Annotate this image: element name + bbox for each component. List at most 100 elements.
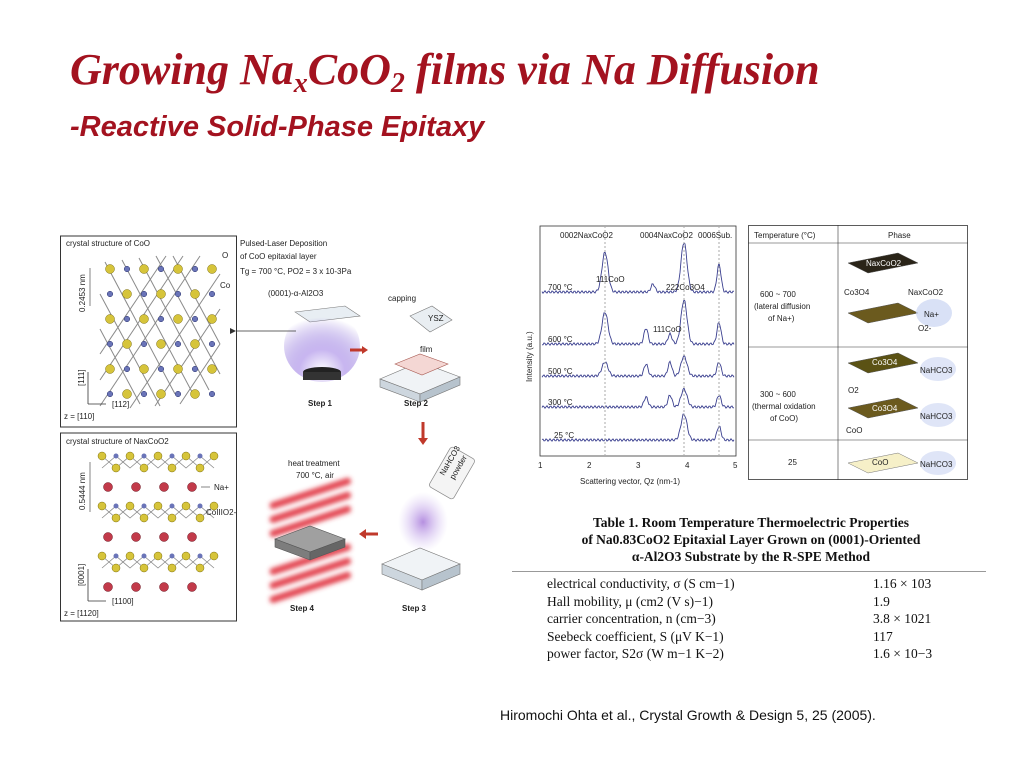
arrow-step3-4 bbox=[359, 529, 366, 539]
layer-label-co3o4-2: Co3O4 bbox=[872, 358, 898, 367]
temp-label-300: 300 °C bbox=[548, 398, 573, 407]
nacoo2-na-label: Na+ bbox=[214, 483, 229, 492]
nahco3-cloud-3 bbox=[920, 451, 956, 475]
layer-label-nahco3-2: NaHCO3 bbox=[920, 412, 953, 421]
pld-line-2: of CoO epitaxial layer bbox=[240, 252, 317, 261]
slide-subtitle: -Reactive Solid-Phase Epitaxy bbox=[70, 111, 485, 143]
peak-label-0004: 0004NaxCoO2 bbox=[640, 231, 693, 240]
layer-co3o4-row2b bbox=[847, 397, 919, 419]
coo-atom-co-label: Co bbox=[220, 281, 231, 290]
phase-header-phase: Phase bbox=[888, 231, 911, 240]
layer-label-o2: O2 bbox=[848, 386, 859, 395]
layer-label-nahco3-3: NaHCO3 bbox=[920, 460, 953, 469]
table-row: Hall mobility, μ (cm2 (V s)−1)1.9 bbox=[547, 593, 967, 611]
xrd-plot: 0002NaxCoO2 0004NaxCoO2 0006Sub. 111CoO … bbox=[525, 225, 738, 486]
step4-stack-side2 bbox=[309, 538, 346, 561]
temp-label-500: 500 °C bbox=[548, 367, 573, 376]
row1-temp-3: of Na+) bbox=[768, 314, 795, 323]
ysz-label: YSZ bbox=[428, 314, 444, 323]
na-diffusion-cloud bbox=[916, 299, 952, 327]
coo-lattice bbox=[99, 255, 221, 409]
table-row: electrical conductivity, σ (S cm−1)1.16 … bbox=[547, 575, 967, 593]
layer-nacoo2-top bbox=[847, 252, 919, 274]
layer-label-coo-1: CoO bbox=[846, 426, 862, 435]
table1-quantity: carrier concentration, n (cm−3) bbox=[547, 611, 716, 626]
nacoo2-axis-1100: [1100] bbox=[112, 597, 134, 606]
citation: Hiromochi Ohta et al., Crystal Growth & … bbox=[500, 707, 876, 723]
layer-co3o4-row2 bbox=[847, 352, 919, 374]
xrd-trace bbox=[541, 413, 735, 442]
coo-axis-112: [112] bbox=[112, 400, 129, 409]
xtick-5: 5 bbox=[733, 461, 738, 470]
table1-quantity: Seebeck coefficient, S (μV K−1) bbox=[547, 628, 724, 644]
peak-label-111-coo: 111CoO bbox=[596, 275, 625, 284]
table1-value: 3.8 × 1021 bbox=[873, 611, 932, 626]
nacoo2-panel-title: crystal structure of NaxCoO2 bbox=[66, 437, 169, 446]
powder-bottle bbox=[429, 446, 475, 500]
table-row: power factor, S2σ (W m−1 K−2) 1.6 × 10−3 bbox=[547, 645, 967, 663]
nacoo2-axis-0001: [0001] bbox=[77, 564, 86, 586]
xrd-trace bbox=[541, 242, 735, 294]
pld-line-3: Tg = 700 °C, PO2 = 3 x 10-3Pa bbox=[240, 267, 352, 276]
arrow-step1-2 bbox=[362, 346, 368, 354]
heat-label-2: 700 °C, air bbox=[296, 471, 334, 480]
table1-value: 117 bbox=[873, 628, 893, 644]
xtick-2: 2 bbox=[587, 461, 592, 470]
coo-axis-111: [111] bbox=[77, 369, 86, 386]
table1-top-rule bbox=[512, 571, 986, 572]
step4-label: Step 4 bbox=[290, 604, 315, 613]
target-holder bbox=[303, 372, 341, 380]
xrd-trace bbox=[542, 298, 735, 346]
xrd-traces bbox=[541, 242, 735, 442]
coo-axis-z: z = [110] bbox=[64, 412, 94, 421]
film-layer bbox=[394, 353, 449, 376]
table1-quantity: electrical conductivity, σ (S cm−1) bbox=[547, 576, 735, 591]
peak-label-0006: 0006Sub. bbox=[698, 231, 732, 240]
capping-label: capping bbox=[388, 294, 416, 303]
coo-dimension-label: 0.2453 nm bbox=[78, 274, 87, 312]
ysz-cap bbox=[409, 305, 453, 333]
row2-temp-2: (thermal oxidation bbox=[752, 402, 816, 411]
xtick-3: 3 bbox=[636, 461, 641, 470]
table-row: Seebeck coefficient, S (μV K−1) 117 bbox=[547, 628, 967, 646]
peak-label-0002: 0002NaxCoO2 bbox=[560, 231, 613, 240]
row2-temp-3: of CoO) bbox=[770, 414, 798, 423]
table1-value: 1.9 bbox=[873, 593, 890, 609]
nacoo2-lattice bbox=[97, 451, 219, 592]
nacoo2-coo2-label: CoIIIO2- bbox=[206, 508, 237, 517]
arrow-step2-3 bbox=[418, 438, 428, 445]
powder-spray bbox=[398, 492, 448, 552]
nacoo2-structure-panel bbox=[60, 432, 237, 622]
step2-label: Step 2 bbox=[404, 399, 429, 408]
layer-label-nacoo2: NaxCoO2 bbox=[866, 259, 902, 268]
row1-temp-2: (lateral diffusion bbox=[754, 302, 810, 311]
coo-panel-title: crystal structure of CoO bbox=[66, 239, 150, 248]
step1-label: Step 1 bbox=[308, 399, 333, 408]
table1-caption-line3: α-Al2O3 Substrate by the R-SPE Method bbox=[631, 549, 871, 564]
slide-title: Growing NaxCoO2 films via Na Diffusion bbox=[70, 45, 820, 99]
layer-label-na: Na+ bbox=[924, 310, 939, 319]
nahco3-cloud-2 bbox=[920, 403, 956, 427]
layer-label-nacoo2-2: NaxCoO2 bbox=[908, 288, 944, 297]
peak-label-111-coo-2: 111CoO bbox=[653, 325, 682, 334]
xrd-ylabel: Intensity (a.u.) bbox=[525, 331, 534, 382]
film-label: film bbox=[420, 345, 433, 354]
nacoo2-axis-z: z = [1120] bbox=[64, 609, 99, 618]
xtick-1: 1 bbox=[538, 461, 543, 470]
xrd-plot-frame bbox=[539, 225, 737, 457]
layer-label-co3o4-1: Co3O4 bbox=[844, 288, 870, 297]
temp-label-25: 25 °C bbox=[554, 431, 574, 440]
phase-table-figure: Temperature (°C) Phase 600 ~ 700 (latera… bbox=[748, 225, 968, 480]
xtick-4: 4 bbox=[685, 461, 690, 470]
table1-caption-line2: of Na0.83CoO2 Epitaxial Layer Grown on (… bbox=[581, 532, 921, 547]
table1-value: 1.6 × 10−3 bbox=[873, 646, 933, 661]
peak-label-222-co3o4: 222Co3O4 bbox=[666, 283, 705, 292]
table1-caption: Table 1. Room Temperature Thermoelectric… bbox=[516, 514, 986, 565]
layer-label-co3o4-3: Co3O4 bbox=[872, 404, 898, 413]
layer-label-nahco3-1: NaHCO3 bbox=[920, 366, 953, 375]
table1-quantity: power factor, S2σ (W m−1 K−2) bbox=[547, 646, 724, 661]
xrd-xticks: 1 2 3 4 5 bbox=[538, 461, 738, 470]
row2-temp-1: 300 ~ 600 bbox=[760, 390, 796, 399]
step3-label: Step 3 bbox=[402, 604, 427, 613]
table1-caption-line1: Table 1. Room Temperature Thermoelectric… bbox=[593, 515, 909, 530]
